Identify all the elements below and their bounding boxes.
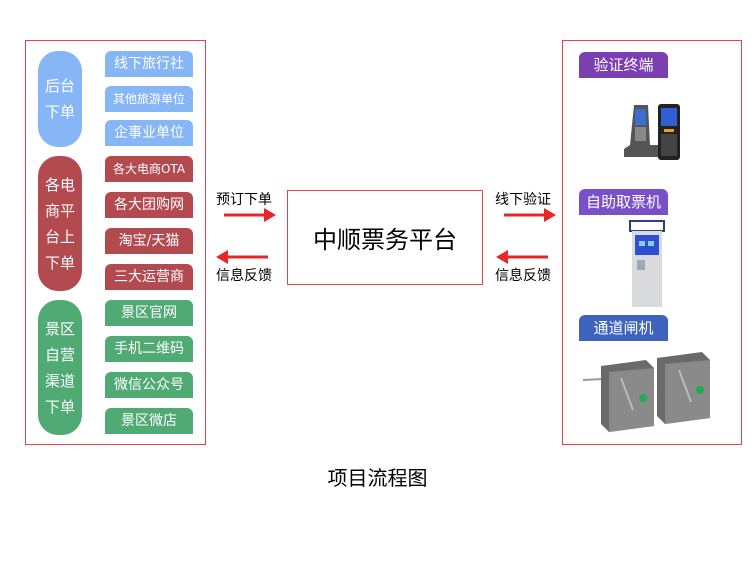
channel-item: 企事业单位 — [105, 120, 193, 146]
channel-item: 三大运营商 — [105, 264, 193, 290]
channel-item: 微信公众号 — [105, 372, 193, 398]
feedback-arrow-label: 信息反馈 — [216, 268, 272, 284]
verify-arrow-label: 线下验证 — [495, 192, 551, 208]
group-backend-order: 后台下单 — [38, 51, 82, 147]
group-label: 后台下单 — [44, 77, 75, 121]
channel-item: 其他旅游单位 — [105, 86, 193, 112]
diagram-caption: 项目流程图 — [327, 466, 428, 490]
group-self-channel-order: 景区自营渠道下单 — [38, 300, 82, 435]
channel-item: 手机二维码 — [105, 336, 193, 362]
terminals-panel — [562, 40, 742, 445]
group-ecommerce-order: 各电商平台上下单 — [38, 156, 82, 291]
arrow-right-icon — [504, 208, 556, 222]
handheld-terminal-icon — [624, 104, 680, 160]
channel-item: 景区官网 — [105, 300, 193, 326]
ticket-kiosk-icon — [629, 220, 665, 307]
order-arrow-label: 预订下单 — [216, 192, 272, 208]
channel-item: 各大电商OTA — [105, 156, 193, 182]
channel-item: 淘宝/天猫 — [105, 228, 193, 254]
tag-self-service-kiosk: 自助取票机 — [579, 189, 668, 215]
channels-panel — [25, 40, 206, 445]
group-label: 景区自营渠道下单 — [44, 319, 75, 416]
feedback-arrow-label: 信息反馈 — [495, 268, 551, 284]
tag-verification-terminal: 验证终端 — [579, 52, 668, 78]
arrow-left-icon — [496, 250, 548, 264]
arrow-left-icon — [216, 250, 268, 264]
channel-item: 各大团购网 — [105, 192, 193, 218]
channel-item: 线下旅行社 — [105, 51, 193, 77]
group-label: 各电商平台上下单 — [44, 175, 75, 272]
turnstile-gate-icon — [583, 352, 710, 432]
arrow-right-icon — [224, 208, 276, 222]
ticketing-platform: 中顺票务平台 — [287, 190, 483, 285]
tag-turnstile: 通道闸机 — [579, 315, 668, 341]
channel-item: 景区微店 — [105, 408, 193, 434]
